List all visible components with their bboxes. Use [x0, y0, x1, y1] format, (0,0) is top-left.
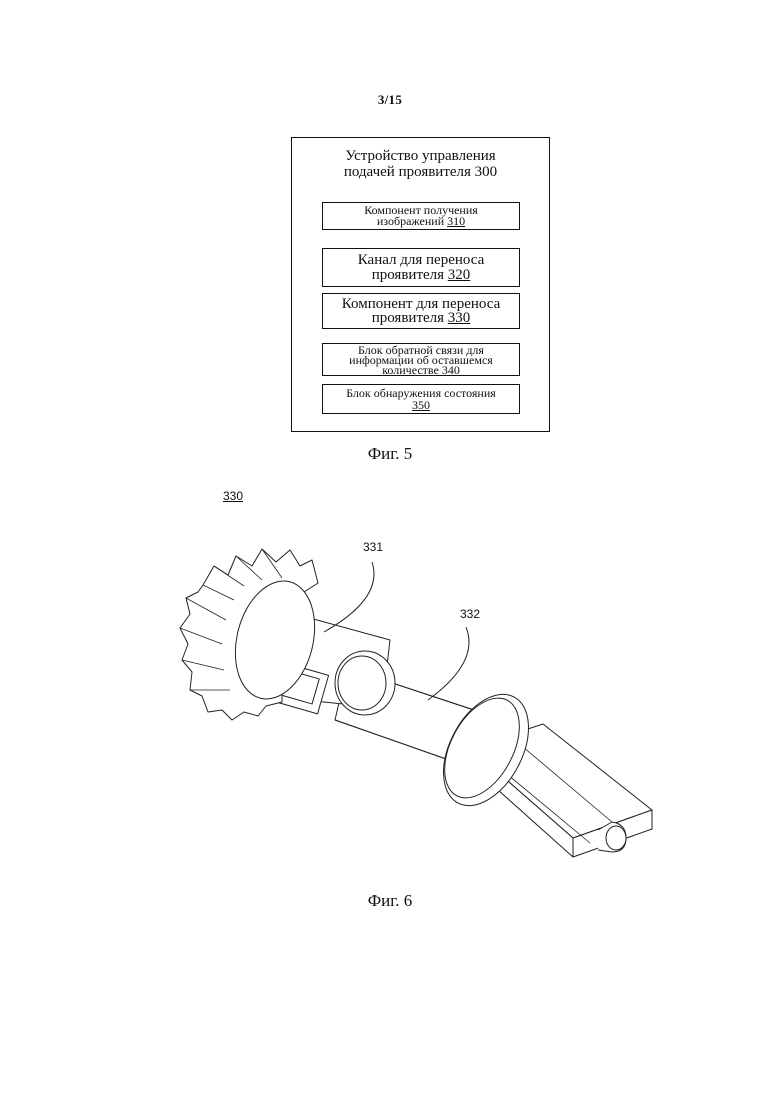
figure6-caption: Фиг. 6	[0, 891, 780, 911]
leader-332	[428, 627, 469, 700]
label-331: 331	[363, 540, 383, 554]
label-332: 332	[460, 607, 480, 621]
leader-331	[324, 562, 374, 632]
